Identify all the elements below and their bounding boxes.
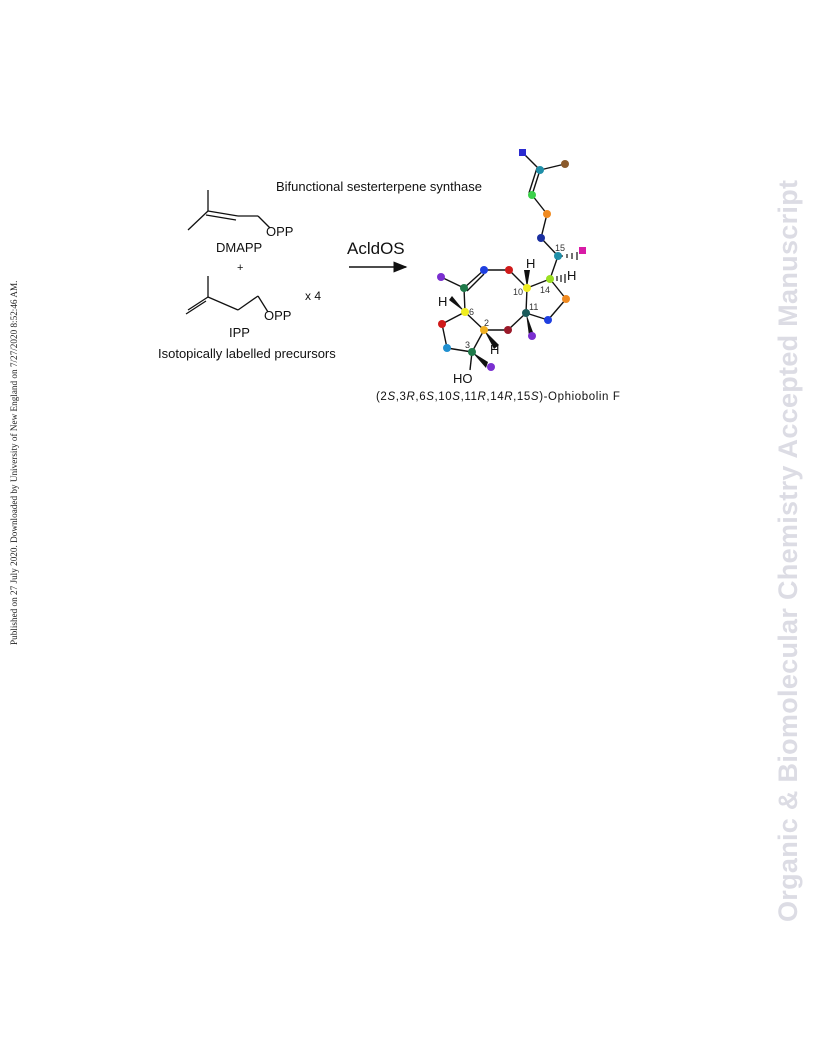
atom-marker [505,266,513,274]
product-name: (2S,3R,6S,10S,11R,14R,15S)-Ophiobolin F [376,391,620,403]
atom-marker [460,284,468,292]
atom-marker [480,266,488,274]
atom-marker [546,275,554,283]
atom-marker [543,210,551,218]
ipp-structure [185,276,269,315]
atom-marker [544,316,552,324]
ipp-opp-label: OPP [264,308,291,323]
wedge-bond-h2 [484,330,499,349]
ipp-multiplier: x 4 [305,289,321,303]
atom-marker [504,326,512,334]
atom-marker [537,234,545,242]
hash-bond-c15 [561,252,578,260]
atom-marker [528,332,536,340]
precursors-note: Isotopically labelled precursors [158,346,336,361]
enzyme-name: AcldOS [347,239,405,258]
dmapp-structure [187,190,271,231]
hydroxyl-label: HO [453,371,473,386]
atom-marker [522,309,530,317]
locant-11: 11 [529,302,538,312]
h-label-c14: H [567,268,576,283]
atom-marker [437,273,445,281]
ipp-name: IPP [229,325,250,340]
scheme-heading: Bifunctional sesterterpene synthase [276,179,482,194]
wedge-bond-h10 [524,270,530,288]
atom-marker [480,326,488,334]
atom-marker [561,160,569,168]
locant-2: 2 [484,318,489,328]
locant-10: 10 [513,287,523,297]
atom-marker [443,344,451,352]
locant-14: 14 [540,285,550,295]
ophiobolin-bonds [440,152,567,371]
atom-marker [468,348,476,356]
atom-marker [461,308,469,316]
atom-marker [438,320,446,328]
wedge-bond-c3 [472,352,488,368]
isotope-label-markers [437,149,586,371]
atom-marker [562,295,570,303]
plus-sign: + [237,262,243,274]
locant-15: 15 [555,243,565,253]
wedge-bond-c11 [526,313,534,336]
dmapp-opp-label: OPP [266,224,293,239]
atom-marker [579,247,586,254]
atom-marker [487,363,495,371]
atom-marker [528,191,536,199]
dmapp-name: DMAPP [216,240,262,255]
atom-marker [519,149,526,156]
wedge-bond-h6 [449,296,465,312]
atom-marker [536,166,544,174]
atom-marker [554,252,562,260]
locant-6: 6 [469,307,474,317]
atom-marker [523,284,531,292]
h-label-c10: H [526,256,535,271]
h-label-c2: H [490,342,499,357]
h-label-c6: H [438,294,447,309]
hash-bond-h14 [552,274,566,283]
locant-3: 3 [465,340,470,350]
